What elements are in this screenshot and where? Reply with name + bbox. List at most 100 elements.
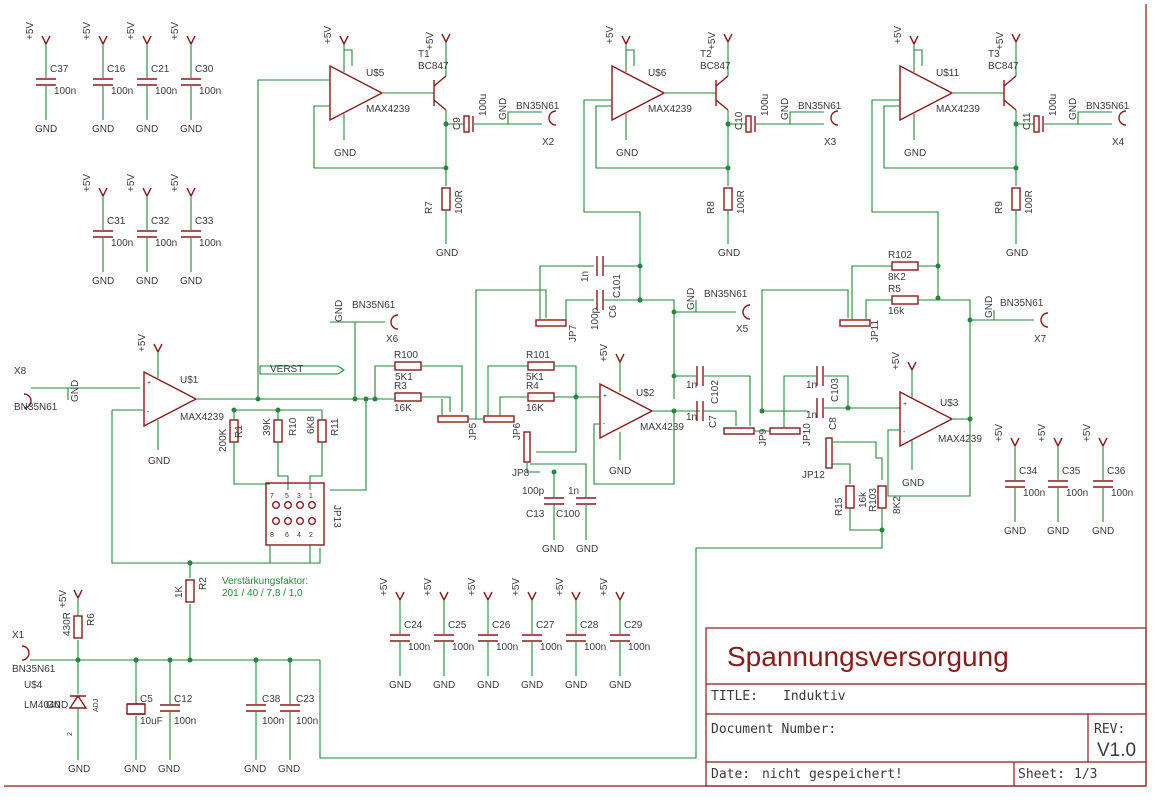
c13-name: C13 <box>526 509 545 520</box>
resistor-r3 <box>394 392 422 402</box>
c5-gnd: GND <box>124 764 146 775</box>
cap-ground-label: GND <box>35 124 57 135</box>
cap-name: C30 <box>195 64 214 75</box>
emitter-resistor-name: R9 <box>994 201 1005 214</box>
c103-value: 1n <box>806 380 817 391</box>
resistor-r2 <box>185 579 195 603</box>
capacitor-c6 <box>596 290 604 310</box>
cap-supply-label: +5V <box>1082 424 1093 442</box>
x7-gnd-label: GND <box>984 296 995 318</box>
title-value: Induktiv <box>783 689 846 704</box>
cap-supply-label: +5V <box>170 22 181 40</box>
filter-stage-2: 1n C102 1n C7 JP9 JP10 1n C103 1n C8 JP1… <box>319 99 1049 759</box>
cap-ground-label: GND <box>1092 526 1114 537</box>
opamp-u2-name: U$2 <box>636 388 655 399</box>
c38-gnd: GND <box>244 764 266 775</box>
cap-value: 100n <box>1023 488 1045 499</box>
cap-ground-label: GND <box>477 680 499 691</box>
c8-value: 1n <box>806 410 817 421</box>
r100-value: 5K1 <box>395 372 413 383</box>
resistor-r5 <box>891 295 919 305</box>
cap-value: 100n <box>199 238 221 249</box>
jp6-name: JP6 <box>512 422 523 440</box>
jumper-jp5 <box>437 415 469 423</box>
c6-name: C6 <box>608 305 619 318</box>
emitter-ground-label: GND <box>1006 248 1028 259</box>
coupling-cap-name: C10 <box>734 111 745 130</box>
cap-supply-label: +5V <box>82 174 93 192</box>
resistor-r10 <box>273 419 283 443</box>
opamp-ground-label: GND <box>334 148 356 159</box>
u2-supply-label: +5V <box>599 344 610 362</box>
regulator-u4-part: LM4040 <box>24 700 61 711</box>
capacitor-c103 <box>816 366 824 386</box>
jumper-jp12 <box>825 437 833 469</box>
resistor-r6 <box>73 615 83 639</box>
c13-gnd-label: GND <box>542 544 564 555</box>
svg-text:+: + <box>147 380 151 387</box>
emitter-resistor-value: 100R <box>1024 190 1035 214</box>
connector-x8-part: BN35N61 <box>14 402 58 413</box>
jumper-jp13 <box>265 482 325 546</box>
opamp-symbol <box>329 64 384 122</box>
capacitor-c5 <box>127 703 145 715</box>
transistor-symbol <box>1003 75 1017 111</box>
svg-text:+: + <box>903 401 907 408</box>
decoupling-caps-bottom: +5VC24100nGND+5VC25100nGND+5VC26100nGND+… <box>379 578 650 691</box>
cap-name: C16 <box>107 64 126 75</box>
transistor-name: T1 <box>418 49 430 60</box>
gain-note-values: 201 / 40 / 7,8 / 1,0 <box>222 588 303 599</box>
jp13-pins <box>272 501 317 526</box>
document-number-label: Document Number: <box>711 722 836 737</box>
x8-gnd-label: GND <box>70 380 81 402</box>
gain-note-title: Verstärkungsfaktor: <box>222 576 308 587</box>
r6-name: R6 <box>86 613 97 626</box>
capacitor-c38 <box>246 704 266 712</box>
c101-name: C101 <box>612 274 623 298</box>
emitter-resistor-name: R8 <box>706 201 717 214</box>
cap-value: 100n <box>408 642 430 653</box>
jumper-jp8 <box>523 431 531 463</box>
c12-gnd: GND <box>158 764 180 775</box>
c38-value: 100n <box>262 716 284 727</box>
jp12-name: JP12 <box>802 470 825 481</box>
opamp-part: MAX4239 <box>648 104 692 115</box>
coupling-cap-value: 100u <box>1048 94 1059 116</box>
cap-value: 100n <box>1111 488 1133 499</box>
transistor-supply-label: +5V <box>707 32 718 50</box>
regulator-supply-label: +5V <box>58 590 69 608</box>
opamp-supply-label: +5V <box>323 26 334 44</box>
transistor-name: T3 <box>988 49 1000 60</box>
resistor-r103 <box>877 485 887 509</box>
opamp-part: MAX4239 <box>936 104 980 115</box>
svg-text:-: - <box>147 409 150 416</box>
cap-ground-label: GND <box>1004 526 1026 537</box>
c23-value: 100n <box>296 716 318 727</box>
r15-value: 16k <box>858 491 869 508</box>
coupling-cap-name: C11 <box>1022 112 1033 130</box>
transistor-symbol <box>715 75 729 111</box>
x6-gnd-label: GND <box>334 300 345 322</box>
cap-ground-label: GND <box>521 680 543 691</box>
junction-dots <box>75 263 973 663</box>
u3-supply-label: +5V <box>891 352 902 370</box>
jp13-pin-3: 3 <box>297 493 301 500</box>
resistor-r100 <box>394 361 422 371</box>
r10-value: 39K <box>262 418 273 436</box>
connector-gnd-label: GND <box>1068 98 1079 120</box>
heading-spannungsversorgung: Spannungsversorgung <box>727 641 1009 672</box>
sheet-label: Sheet: <box>1018 767 1065 782</box>
jp11-name: JP11 <box>870 320 881 342</box>
connector-x7-symbol <box>1040 312 1049 328</box>
opamp-name: U$6 <box>648 68 667 79</box>
cap-value: 100n <box>155 86 177 97</box>
jp13-pin-5: 5 <box>285 493 289 500</box>
